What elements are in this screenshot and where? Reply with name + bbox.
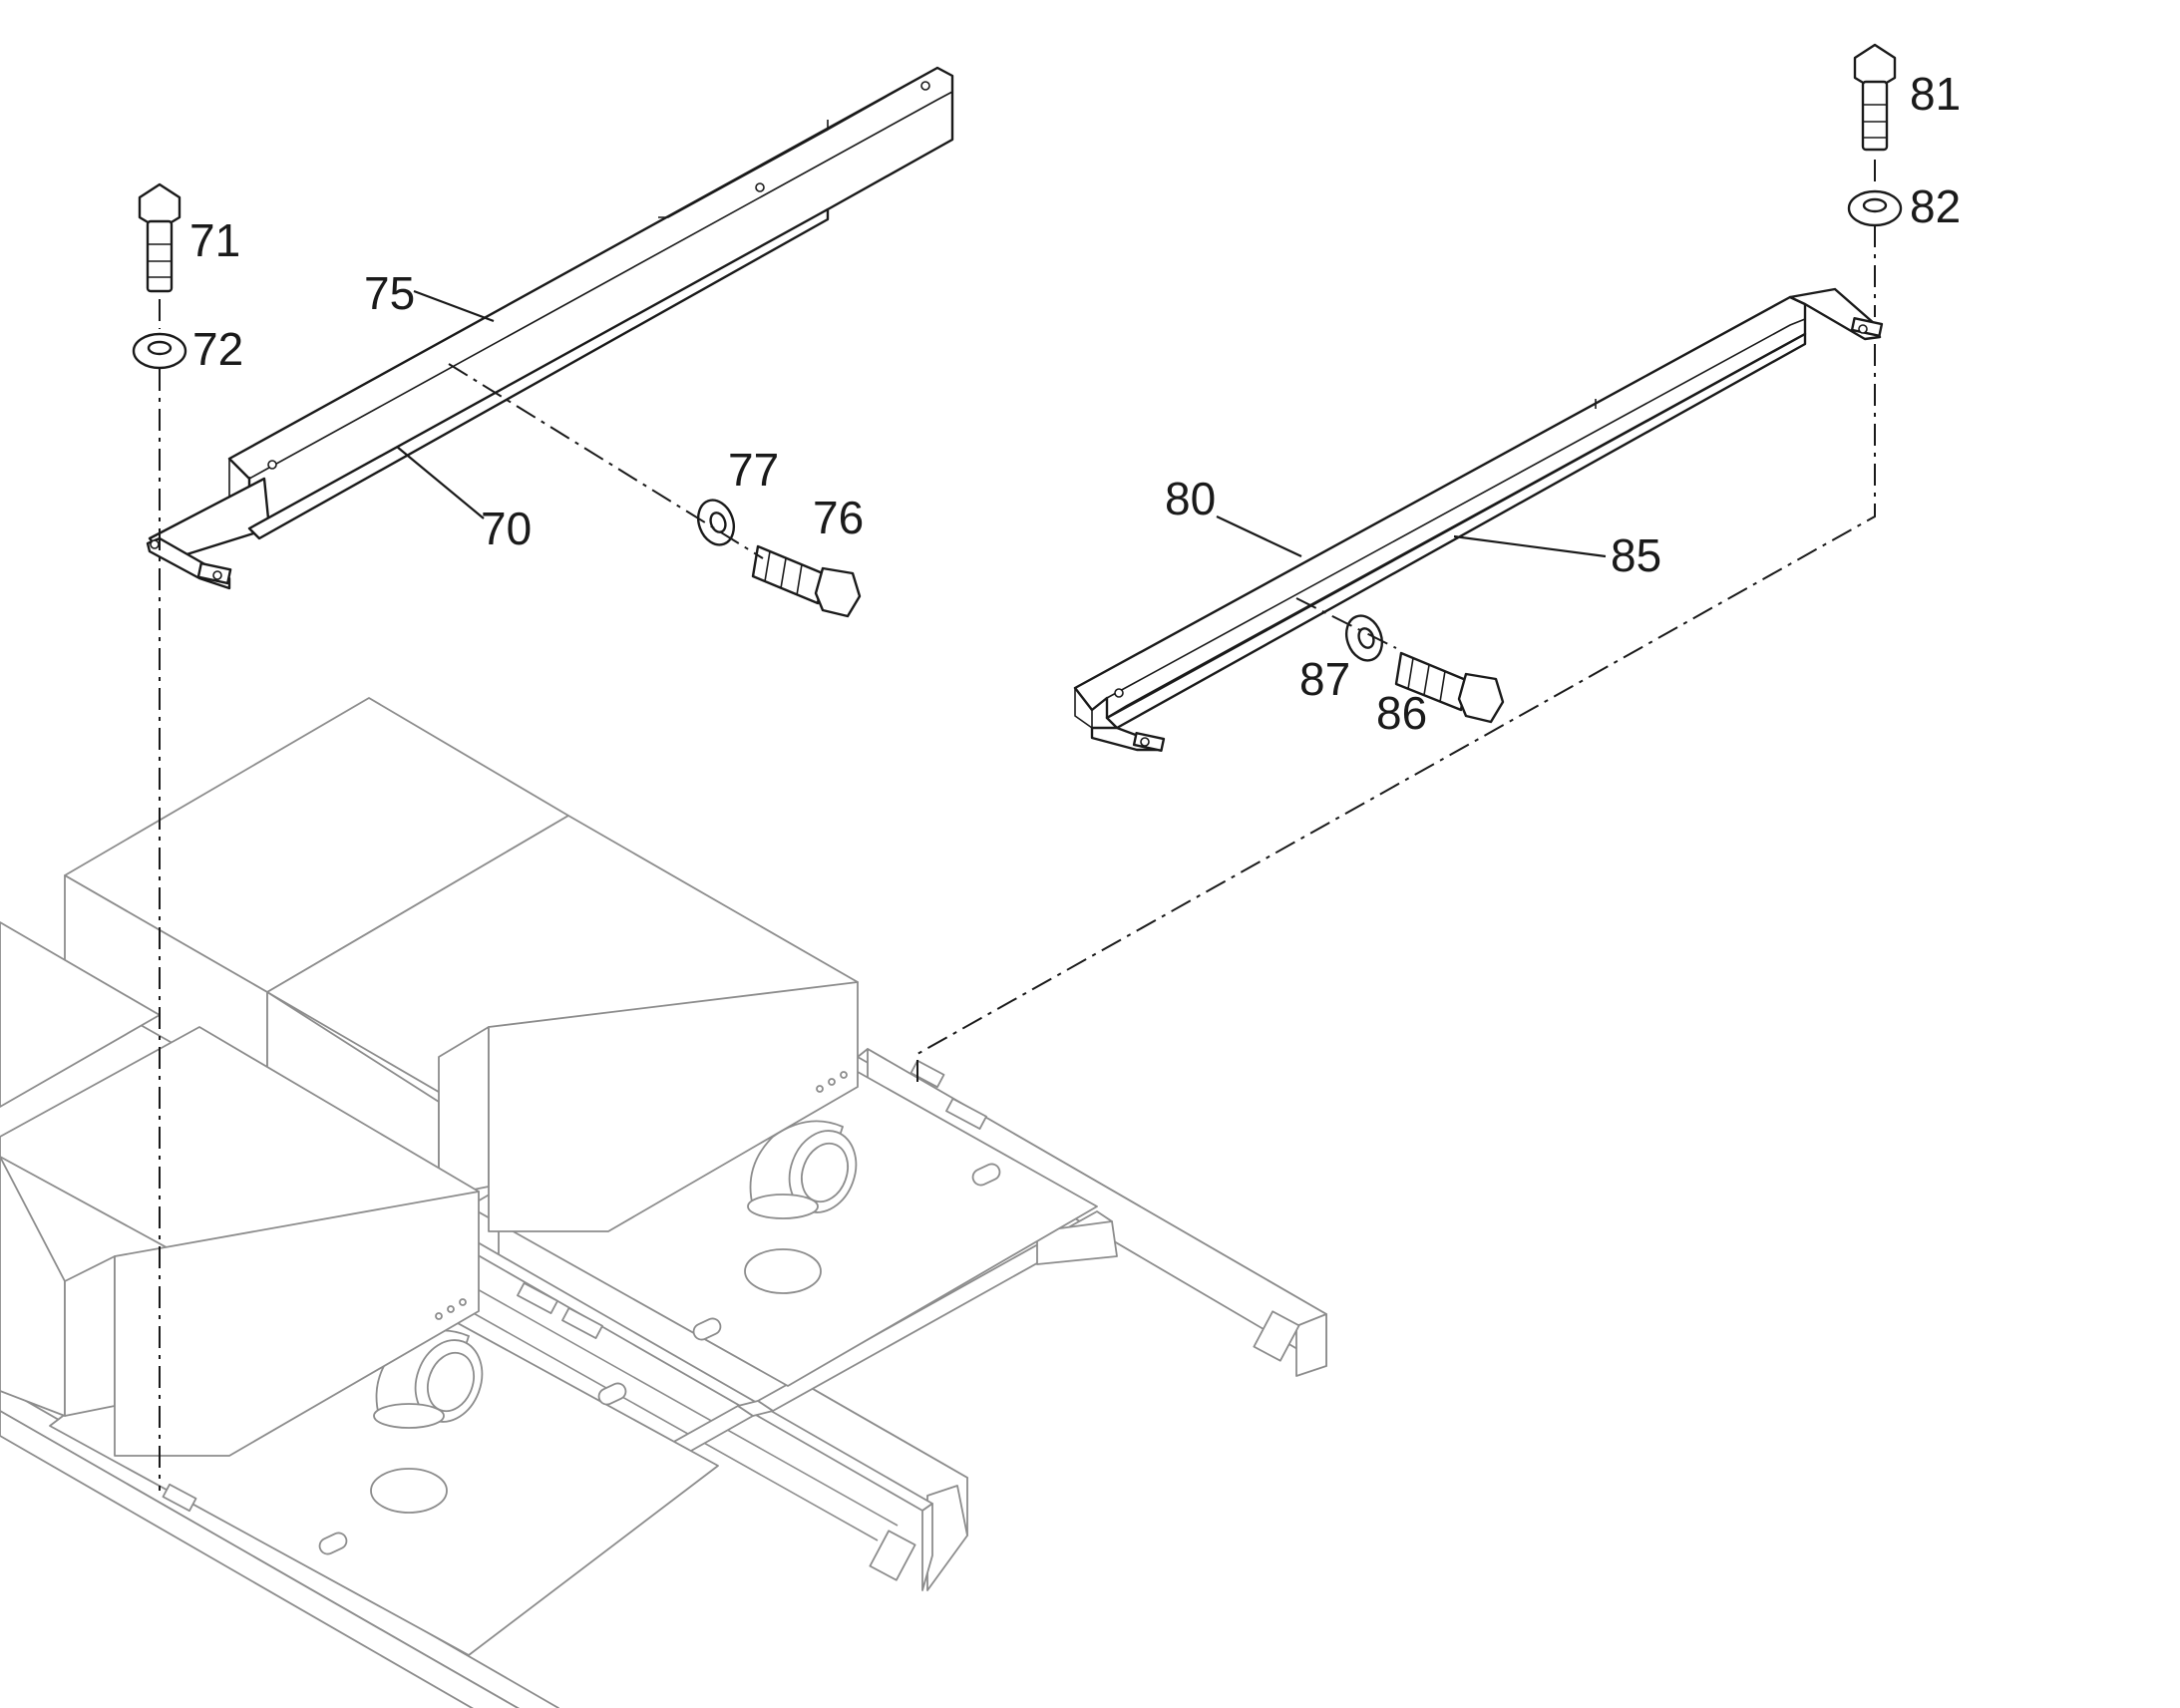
callout-75: 75 — [364, 267, 415, 319]
centerline-86 — [1295, 597, 1397, 649]
callout-82: 82 — [1910, 180, 1961, 232]
washer-82 — [1847, 189, 1903, 227]
module-blocks — [0, 697, 859, 1457]
callout-71: 71 — [189, 214, 240, 266]
leader-70 — [396, 446, 485, 519]
channel-75 — [227, 66, 954, 530]
centerline-85-route — [916, 344, 1876, 1082]
centerline-76 — [448, 363, 764, 559]
callout-87: 87 — [1299, 653, 1350, 705]
callout-labels: 71 72 75 70 77 76 81 82 80 85 87 86 — [189, 68, 1961, 739]
callout-76: 76 — [813, 492, 864, 543]
base-assembly — [0, 697, 1327, 1708]
callout-70: 70 — [481, 503, 532, 554]
bolt-76 — [751, 544, 862, 618]
plate-85 — [1090, 287, 1884, 752]
callout-leaders — [396, 289, 1607, 558]
callout-86: 86 — [1376, 687, 1427, 739]
callout-81: 81 — [1910, 68, 1961, 120]
right-bracket-assembly — [916, 43, 1903, 1082]
leader-85 — [1453, 534, 1607, 558]
elbow-fittings — [373, 1120, 858, 1429]
bolt-86 — [1394, 651, 1505, 724]
bolt-71 — [138, 182, 182, 293]
washer-77 — [696, 499, 736, 546]
left-bracket-assembly — [132, 66, 954, 1491]
leader-75 — [413, 289, 495, 323]
leader-80 — [1216, 515, 1302, 557]
washer-87 — [1344, 614, 1384, 662]
callout-77: 77 — [728, 444, 779, 496]
callout-80: 80 — [1165, 473, 1216, 524]
bolt-81 — [1853, 43, 1897, 152]
callout-85: 85 — [1611, 529, 1661, 581]
washer-72 — [132, 332, 187, 370]
callout-72: 72 — [192, 323, 243, 375]
